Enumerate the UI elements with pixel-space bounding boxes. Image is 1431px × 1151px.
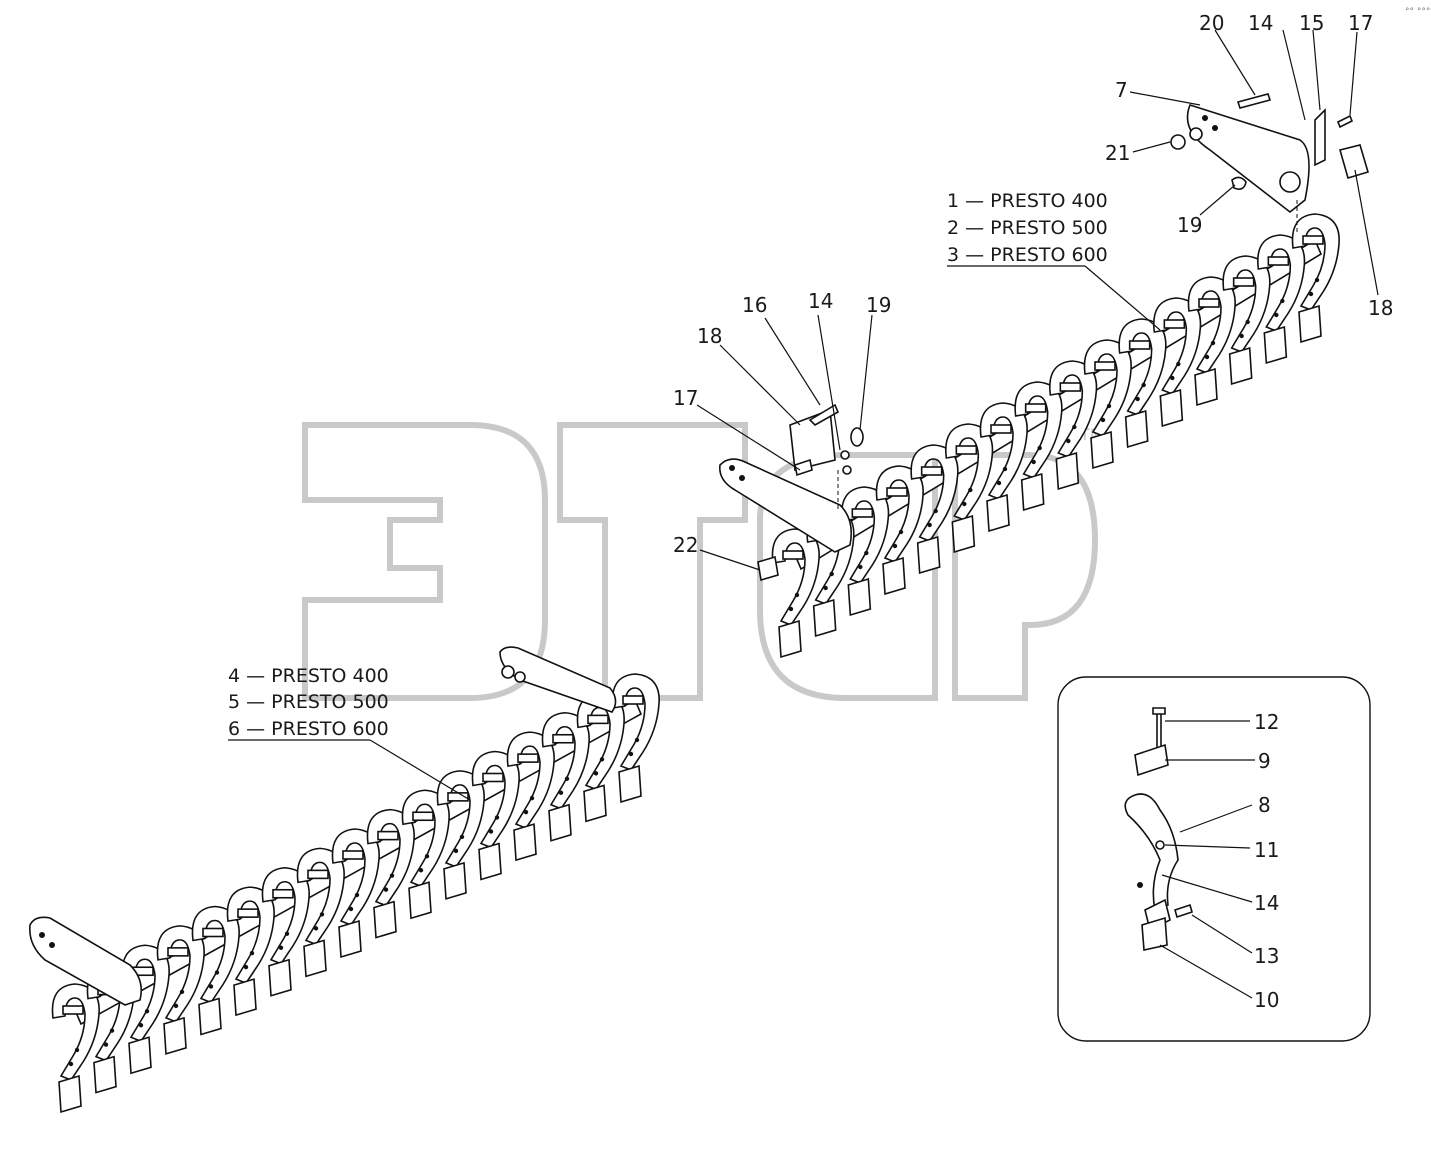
bolt-20 [1236, 93, 1272, 109]
spring-tine [841, 486, 890, 617]
spring-tine [1083, 339, 1132, 470]
plate-15 [1314, 108, 1326, 167]
spring-tine [1049, 360, 1098, 491]
upper-roller-assembly [771, 213, 1340, 659]
legend-upper-item: 3 — PRESTO 600 [947, 244, 1108, 266]
screw-13 [1174, 903, 1193, 919]
callout-7: 7 [1115, 78, 1128, 102]
callout-18: 18 [1368, 296, 1393, 320]
callout-14: 14 [808, 289, 833, 313]
spring-tine [1118, 318, 1167, 449]
blade-10 [1141, 916, 1168, 951]
spring-tine [261, 866, 310, 997]
callout-21: 21 [1105, 141, 1130, 165]
spring-tine [156, 925, 205, 1055]
callout-14: 14 [1248, 11, 1273, 35]
spring-tine [910, 444, 959, 575]
callout-17: 17 [673, 386, 698, 410]
ring-19b [850, 427, 864, 447]
legend-upper-item: 1 — PRESTO 400 [947, 190, 1108, 212]
bolt-17b [794, 458, 813, 477]
callout-18: 18 [697, 324, 722, 348]
spring-tine [366, 808, 415, 939]
spring-tine [541, 711, 590, 842]
callout-13: 13 [1254, 944, 1279, 968]
callout-19: 19 [866, 293, 891, 317]
bracket-9 [1134, 743, 1169, 777]
spring-tine [471, 750, 520, 881]
spring-tine [1153, 297, 1202, 428]
spring-tine [611, 673, 660, 804]
screw-17 [1336, 114, 1354, 129]
corner-mark: °° °°° [1405, 7, 1430, 17]
callout-19: 19 [1177, 213, 1202, 237]
middle-end-bracket [718, 403, 864, 582]
spring-tine [1291, 213, 1340, 344]
spring-tine [945, 423, 994, 554]
spring-tine [226, 886, 275, 1017]
upper-end-bracket [1170, 93, 1369, 232]
callout-22: 22 [673, 533, 698, 557]
spring-tine [506, 731, 555, 862]
callout-10: 10 [1254, 988, 1279, 1012]
callout-20: 20 [1199, 11, 1224, 35]
legend-lower-item: 6 — PRESTO 600 [228, 718, 389, 740]
legend-upper: 1 — PRESTO 400 2 — PRESTO 500 3 — PRESTO… [947, 190, 1108, 266]
callout-11: 11 [1254, 838, 1279, 862]
callout-8: 8 [1258, 793, 1271, 817]
spring-tine [51, 983, 100, 1114]
legend-lower-item: 5 — PRESTO 500 [228, 691, 389, 713]
spring-tine [875, 465, 924, 596]
legend-lower: 4 — PRESTO 400 5 — PRESTO 500 6 — PRESTO… [228, 665, 389, 740]
spring-tine [436, 770, 485, 900]
callout-14: 14 [1254, 891, 1279, 915]
callout-17: 17 [1348, 11, 1373, 35]
spring-tine [401, 789, 450, 920]
bracket-16 [789, 408, 836, 471]
spring-tine [1222, 255, 1271, 386]
spring-tine [296, 847, 345, 978]
nut-21 [1170, 134, 1186, 150]
leader-lines [228, 29, 1379, 999]
callout-15: 15 [1299, 11, 1324, 35]
callout-16: 16 [742, 293, 767, 317]
spring-tine [191, 905, 240, 1036]
spring-tine [979, 402, 1028, 533]
lower-end-brackets [28, 646, 617, 1006]
spring-tine [1187, 276, 1236, 407]
callout-labels: 20 14 15 17 7 21 19 18 16 14 19 18 17 22… [673, 11, 1393, 1012]
callout-12: 12 [1254, 710, 1279, 734]
ring-19 [1231, 176, 1247, 190]
spring-tine [1014, 381, 1063, 512]
detail-inset [1057, 676, 1371, 1042]
spring-tine [1257, 234, 1306, 365]
legend-upper-item: 2 — PRESTO 500 [947, 217, 1108, 239]
clip-18 [1339, 144, 1369, 179]
spring-tine [771, 528, 820, 659]
legend-lower-item: 4 — PRESTO 400 [228, 665, 389, 687]
nut-11 [1155, 840, 1165, 850]
cap-22 [757, 555, 779, 582]
spring-tine [331, 828, 380, 959]
callout-9: 9 [1258, 749, 1271, 773]
